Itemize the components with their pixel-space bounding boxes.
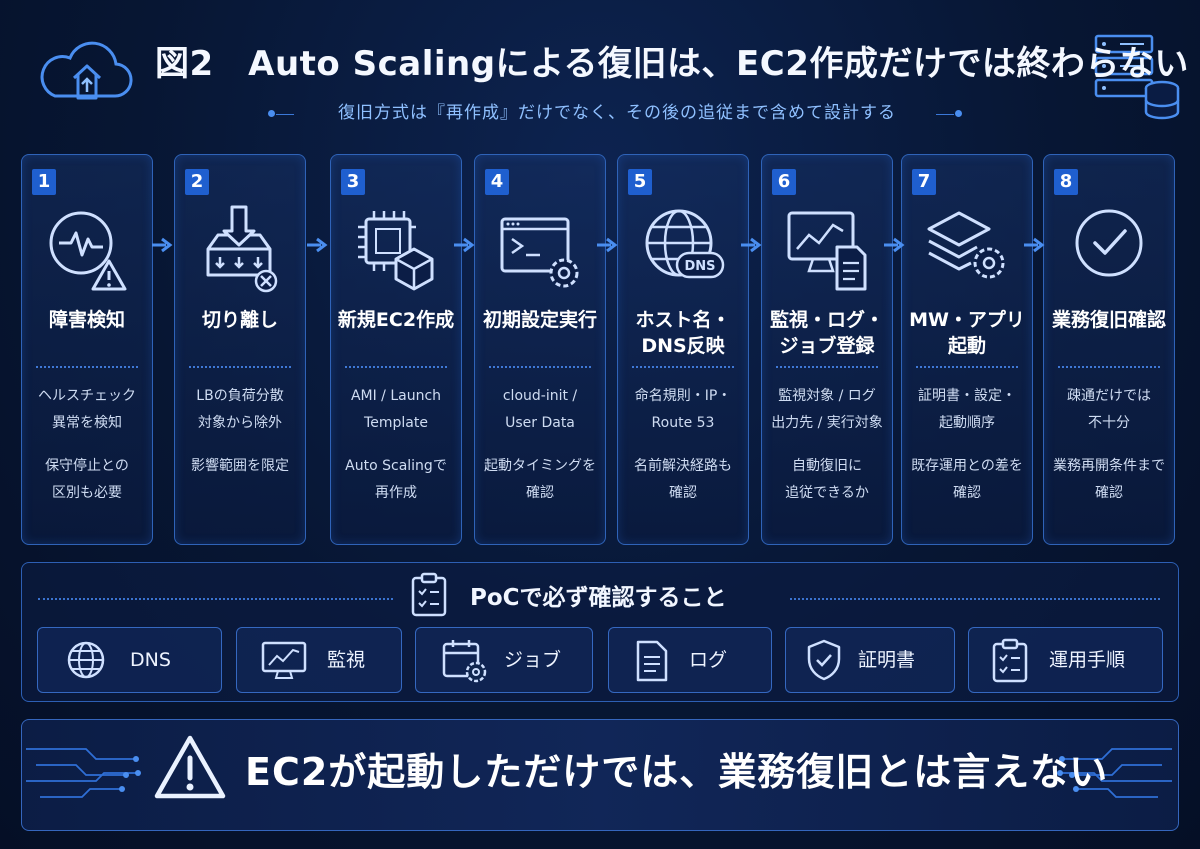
- flow-arrow-icon: [741, 237, 762, 253]
- layers-gear-icon: [927, 211, 1005, 279]
- step-title: 新規EC2作成: [337, 309, 455, 331]
- step-detail: 監視対象 / ログ 出力先 / 実行対象: [771, 388, 883, 431]
- cloud-upload-icon: [40, 41, 133, 100]
- step-divider: [489, 366, 591, 368]
- flow-arrow-icon: [152, 237, 173, 253]
- step-number: 3: [341, 169, 365, 195]
- step-card-5: 5 DNS ホスト名・ DNS反映 命名規則・IP・ Route 53 名前解決…: [617, 154, 749, 545]
- step-title: 障害検知: [48, 309, 125, 331]
- step-card-3: 3 新規EC2作成 AMI / Launch Template Auto Sca…: [330, 154, 462, 545]
- step-note: 起動タイミングを 確認: [484, 458, 596, 501]
- step-detail: LBの負荷分散 対象から除外: [196, 388, 284, 431]
- step-note: 名前解決経路も 確認: [634, 458, 732, 501]
- step-note: 既存運用との差を 確認: [911, 458, 1023, 501]
- step-number: 7: [912, 169, 936, 195]
- step-detail: cloud-init / User Data: [502, 388, 578, 431]
- step-number: 5: [628, 169, 652, 195]
- subtitle-line-left: [276, 114, 294, 115]
- step-divider: [776, 366, 878, 368]
- step-note: 業務再開条件まで 確認: [1053, 458, 1165, 501]
- step-title: 監視・ログ・ ジョブ登録: [769, 309, 884, 357]
- flow-arrow-icon: [307, 237, 328, 253]
- circuit-left-decoration: [26, 748, 141, 798]
- poc-item-label: ログ: [689, 649, 728, 671]
- monitor-chart-icon: [261, 641, 307, 679]
- warning-icon: [154, 735, 226, 799]
- poc-divider-left: [38, 598, 393, 600]
- poc-item-runbook: 運用手順: [968, 627, 1163, 693]
- subtitle-dot-right: [955, 110, 962, 117]
- poc-item-label: DNS: [130, 649, 171, 671]
- globe-icon: [67, 641, 105, 679]
- heartbeat-warning-icon: [49, 211, 127, 291]
- globe-dns-icon: DNS: [645, 209, 725, 279]
- step-title: MW・アプリ 起動: [909, 309, 1025, 357]
- checklist-icon: [992, 638, 1028, 683]
- clipboard-checklist-icon: [411, 572, 447, 617]
- dns-badge-label: DNS: [684, 259, 715, 274]
- shield-check-icon: [807, 639, 841, 681]
- poc-divider-right: [790, 598, 1160, 600]
- step-number: 6: [772, 169, 796, 195]
- poc-item-jobs: ジョブ: [415, 627, 593, 693]
- circuit-right-decoration: [1057, 748, 1172, 798]
- flow-arrow-icon: [597, 237, 618, 253]
- chip-cube-icon: [358, 211, 434, 291]
- poc-item-label: ジョブ: [504, 649, 562, 671]
- step-card-8: 8 業務復旧確認 疎通だけでは 不十分 業務再開条件まで 確認: [1043, 154, 1175, 545]
- conclusion-text: EC2が起動しただけでは、業務復旧とは言えない: [245, 750, 1109, 794]
- poc-item-certificate: 証明書: [785, 627, 955, 693]
- step-title: 切り離し: [201, 309, 278, 331]
- poc-item-dns: DNS: [37, 627, 222, 693]
- document-icon: [636, 640, 668, 682]
- step-title: 業務復旧確認: [1051, 309, 1166, 331]
- step-title: 初期設定実行: [482, 309, 597, 331]
- check-circle-icon: [1075, 209, 1143, 277]
- step-number: 2: [185, 169, 209, 195]
- step-title: ホスト名・ DNS反映: [635, 309, 731, 357]
- server-detach-icon: [206, 205, 278, 293]
- step-divider: [1058, 366, 1160, 368]
- monitor-document-icon: [787, 211, 867, 291]
- step-number: 1: [32, 169, 56, 195]
- subtitle-line-right: [936, 114, 954, 115]
- step-divider: [632, 366, 734, 368]
- page-subtitle: 復旧方式は『再作成』だけでなく、その後の追従まで含めて設計する: [338, 103, 896, 123]
- step-card-2: 2 切り離し LBの負荷分散 対象から除外 影響範囲を限定: [174, 154, 306, 545]
- step-divider: [189, 366, 291, 368]
- step-note: 自動復旧に 追従できるか: [785, 458, 869, 501]
- step-number: 8: [1054, 169, 1078, 195]
- step-card-6: 6 監視・ログ・ ジョブ登録 監視対象 / ログ 出力先 / 実行対象 自動復旧…: [761, 154, 893, 545]
- step-detail: 命名規則・IP・ Route 53: [634, 388, 732, 431]
- subtitle-dot-left: [268, 110, 275, 117]
- step-detail: 疎通だけでは 不十分: [1067, 388, 1151, 431]
- terminal-gear-icon: [500, 217, 579, 288]
- poc-item-label: 運用手順: [1049, 649, 1126, 671]
- step-card-1: 1 障害検知 ヘルスチェック 異常を検知 保守停止との 区別も必要: [21, 154, 153, 545]
- step-card-4: 4 初期設定実行 cloud-init / User Data 起動タイミングを…: [474, 154, 606, 545]
- flow-arrow-icon: [454, 237, 475, 253]
- step-number: 4: [485, 169, 509, 195]
- calendar-gear-icon: [442, 640, 487, 683]
- page-title: 図2 Auto Scalingによる復旧は、EC2作成だけでは終わらない: [155, 44, 1189, 84]
- step-note: 保守停止との 区別も必要: [45, 458, 129, 501]
- step-divider: [916, 366, 1018, 368]
- flow-arrow-icon: [884, 237, 905, 253]
- step-note: 影響範囲を限定: [191, 458, 289, 474]
- poc-item-logs: ログ: [608, 627, 772, 693]
- poc-title: PoCで必ず確認すること: [470, 585, 727, 611]
- poc-item-label: 証明書: [858, 649, 916, 671]
- conclusion-banner: [21, 719, 1179, 831]
- server-database-icon: [1094, 34, 1180, 120]
- step-divider: [345, 366, 447, 368]
- poc-item-monitoring: 監視: [236, 627, 402, 693]
- poc-item-label: 監視: [327, 649, 366, 671]
- step-detail: AMI / Launch Template: [350, 388, 442, 431]
- step-note: Auto Scalingで 再作成: [345, 458, 447, 501]
- step-divider: [36, 366, 138, 368]
- step-detail: ヘルスチェック 異常を検知: [38, 388, 136, 431]
- flow-arrow-icon: [1024, 237, 1045, 253]
- step-detail: 証明書・設定・ 起動順序: [918, 388, 1016, 431]
- step-card-7: 7 MW・アプリ 起動 証明書・設定・ 起動順序 既存運用との差を 確認: [901, 154, 1033, 545]
